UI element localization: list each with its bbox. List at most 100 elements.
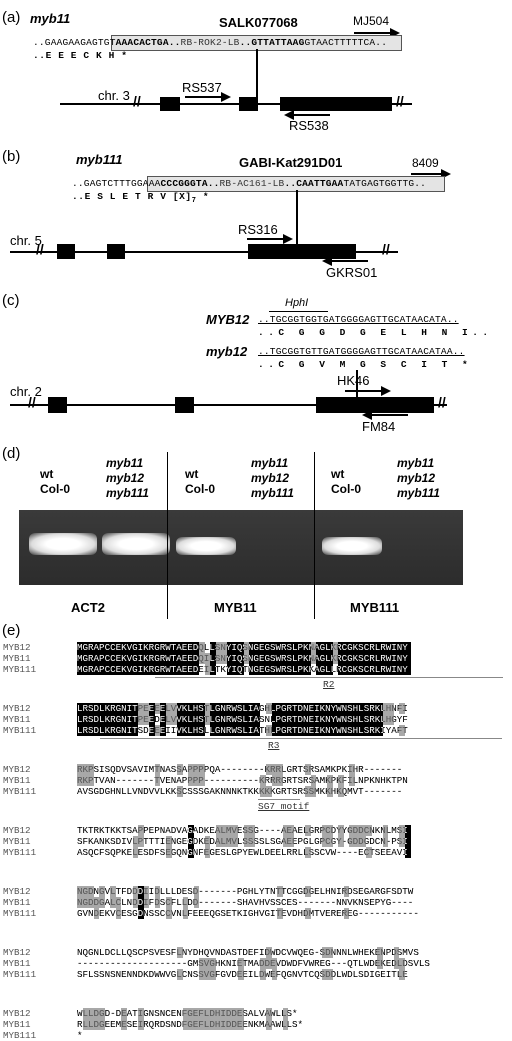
alignment-shade-cell — [243, 642, 250, 653]
panel-c-enzyme-bar — [269, 311, 328, 312]
alignment-shade-cell — [77, 642, 83, 653]
alignment-shade-cell — [210, 1008, 216, 1019]
alignment-shade-cell — [254, 653, 261, 664]
alignment-annotation-label: R2 — [323, 679, 335, 690]
alignment-seq-row: LRSDLKRGNITSDEEEIIVKLHSLLGNRWSLIATHLPGRT… — [77, 725, 408, 736]
alignment-shade-cell — [115, 908, 122, 919]
alignment-shade-cell — [249, 825, 255, 836]
alignment-shade-cell — [165, 703, 172, 714]
alignment-shade-cell — [182, 1019, 189, 1030]
alignment-shade-cell — [254, 725, 261, 736]
panel-c-enzyme: HphI — [285, 297, 309, 309]
alignment-shade-cell — [343, 703, 350, 714]
alignment-shade-cell — [271, 703, 278, 714]
alignment-shade-cell — [188, 836, 194, 847]
alignment-shade-cell — [99, 886, 105, 897]
alignment-shade-cell — [143, 703, 150, 714]
alignment-shade-cell — [238, 664, 244, 675]
alignment-shade-cell — [165, 908, 172, 919]
panel-a-seq-prefix: ..GAAGAAGAGTGT — [33, 37, 116, 48]
alignment-shade-cell — [182, 703, 189, 714]
alignment-shade-cell — [366, 653, 372, 664]
alignment-shade-cell — [299, 664, 305, 675]
alignment-shade-cell — [93, 908, 100, 919]
alignment-shade-cell — [282, 725, 289, 736]
alignment-shade-cell — [349, 642, 355, 653]
alignment-shade-cell — [355, 664, 361, 675]
alignment-shade-cell — [355, 825, 361, 836]
alignment-shade-cell — [193, 886, 200, 897]
alignment-seq-name: MYB11 — [3, 958, 31, 969]
alignment-shade-cell — [310, 725, 317, 736]
alignment-shade-cell — [160, 725, 166, 736]
alignment-shade-cell — [360, 836, 367, 847]
alignment-shade-cell — [154, 775, 161, 786]
panel-b-seq-box-left: CCCGGGTA.. — [160, 178, 220, 189]
panel-b-arrow-rs316 — [247, 234, 293, 244]
alignment-shade-cell — [343, 725, 350, 736]
alignment-shade-cell — [227, 1019, 233, 1030]
alignment-seq-row: NGDNGVLTFDDDIIDLLLDESD-------PGHLYTNTTCG… — [77, 886, 414, 897]
alignment-shade-cell — [316, 703, 322, 714]
panel-a-sequence: ..GAAGAAGAGTGTAAACACTGA..RB-ROK2-LB..GTT… — [33, 37, 387, 48]
alignment-shade-cell — [360, 725, 367, 736]
panel-a-label: (a) — [2, 9, 21, 26]
alignment-shade-cell — [355, 642, 361, 653]
panel-b-arrow-gkrs01 — [322, 256, 368, 266]
alignment-shade-cell — [177, 947, 183, 958]
alignment-shade-cell — [327, 947, 333, 958]
alignment-shade-cell — [260, 653, 267, 664]
alignment-shade-cell — [132, 714, 139, 725]
panel-c-arrow-fm84 — [362, 410, 408, 420]
alignment-shade-cell — [277, 664, 283, 675]
alignment-shade-cell — [338, 642, 344, 653]
panel-b-exon-2 — [107, 244, 125, 259]
alignment-shade-cell — [221, 836, 228, 847]
alignment-shade-cell — [110, 897, 116, 908]
alignment-shade-cell — [260, 969, 267, 980]
alignment-shade-cell — [160, 714, 166, 725]
alignment-shade-cell — [238, 969, 244, 980]
alignment-shade-cell — [115, 642, 122, 653]
alignment-shade-cell — [349, 725, 355, 736]
alignment-shade-cell — [182, 908, 189, 919]
alignment-shade-cell — [216, 825, 222, 836]
alignment-shade-cell — [199, 653, 205, 664]
alignment-shade-cell — [366, 642, 372, 653]
alignment-shade-cell — [243, 825, 250, 836]
alignment-shade-cell — [405, 664, 411, 675]
alignment-shade-cell — [77, 897, 83, 908]
alignment-seq-name: MYB12 — [3, 764, 31, 775]
alignment-shade-cell — [171, 664, 178, 675]
alignment-shade-cell — [77, 703, 83, 714]
alignment-shade-cell — [165, 714, 172, 725]
gel-band-act2-wt — [29, 533, 97, 555]
alignment-shade-cell — [82, 714, 89, 725]
lane-6-line-3: myb111 — [397, 486, 440, 500]
alignment-shade-cell — [399, 825, 406, 836]
alignment-shade-cell — [366, 664, 372, 675]
alignment-seq-row: NGDDGALCLNDDIFDSCFLLDD-------SHAVHVSSCES… — [77, 897, 414, 908]
panel-a-break-left: // — [133, 93, 141, 109]
alignment-shade-cell — [138, 836, 144, 847]
alignment-shade-cell — [88, 1019, 94, 1030]
alignment-shade-cell — [382, 703, 389, 714]
alignment-shade-cell — [77, 714, 83, 725]
alignment-shade-cell — [399, 969, 406, 980]
alignment-shade-cell — [327, 786, 333, 797]
panel-b-sequence: ..GAGTCTTTGGAAACCCGGGTA..RB-AC161-LB..CA… — [72, 178, 426, 189]
alignment-shade-cell — [316, 653, 322, 664]
alignment-shade-cell — [160, 642, 166, 653]
alignment-shade-cell — [88, 664, 94, 675]
alignment-shade-cell — [288, 703, 294, 714]
panel-a-seq-box-left: AAACACTGA.. — [115, 37, 181, 48]
alignment-shade-cell — [360, 825, 367, 836]
alignment-shade-cell — [121, 714, 128, 725]
alignment-shade-cell — [321, 714, 328, 725]
alignment-shade-cell — [138, 1019, 144, 1030]
alignment-shade-cell — [88, 886, 94, 897]
gel-separator-2 — [314, 452, 315, 619]
alignment-shade-cell — [238, 1008, 244, 1019]
alignment-shade-cell — [277, 714, 283, 725]
